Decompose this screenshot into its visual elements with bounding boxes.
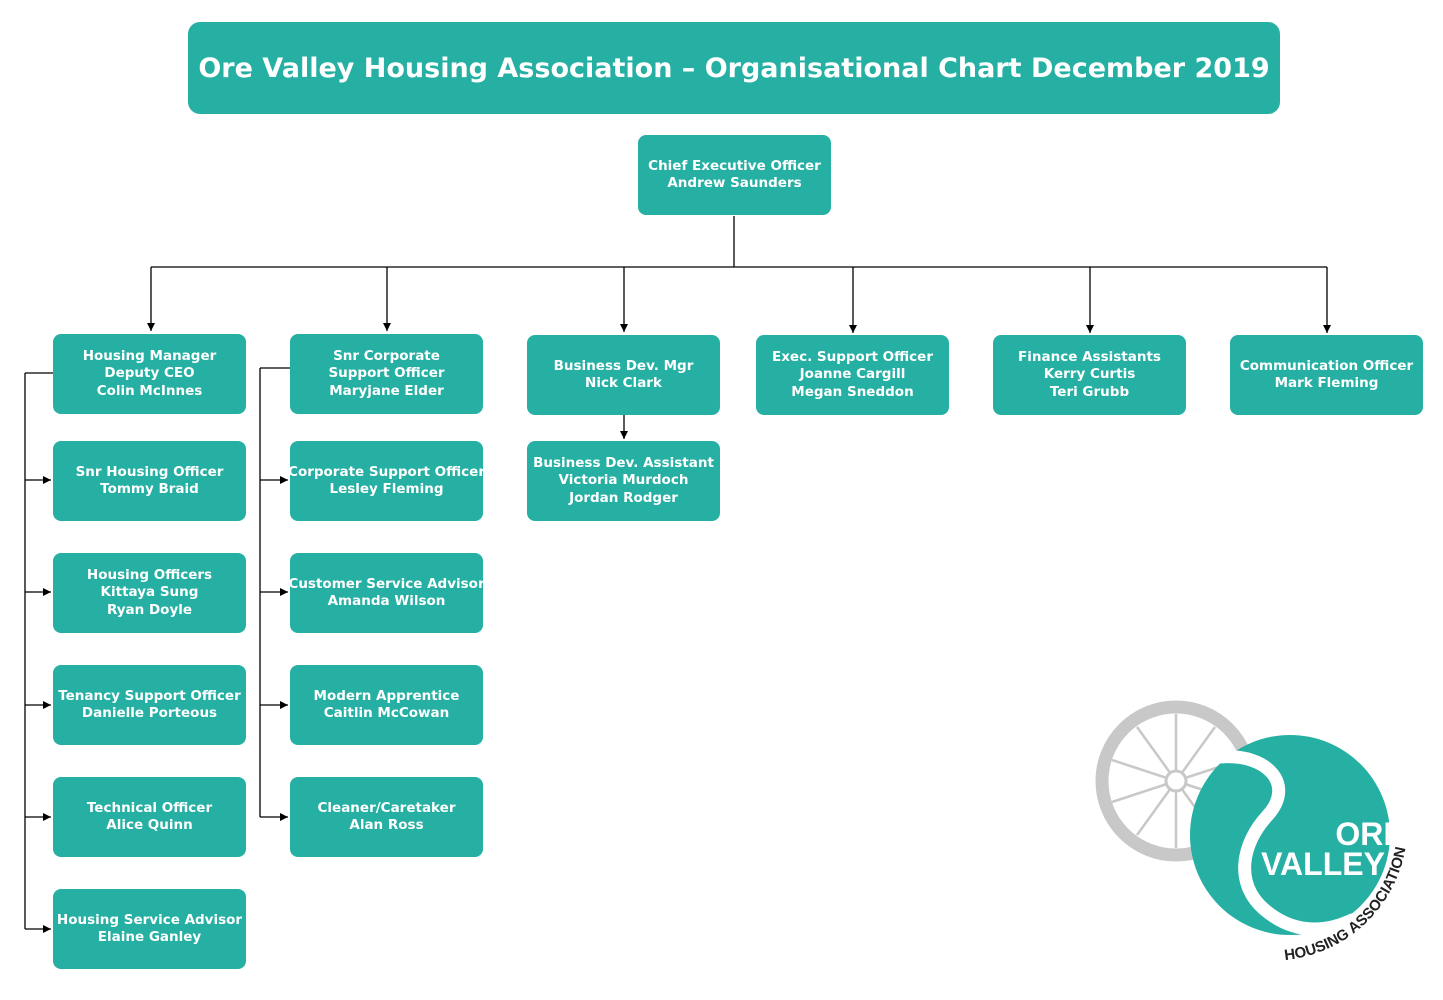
node-person: Kerry Curtis bbox=[1043, 366, 1136, 383]
node-role: Business Dev. Mgr bbox=[553, 357, 694, 374]
node-role: Exec. Support Officer bbox=[771, 348, 933, 365]
node-person: Danielle Porteous bbox=[81, 705, 218, 721]
node-role: Deputy CEO bbox=[104, 365, 195, 382]
node-person: Ryan Doyle bbox=[106, 601, 193, 618]
node-role: Technical Officer bbox=[86, 799, 213, 816]
node-person: Elaine Ganley bbox=[97, 929, 202, 945]
node-role: Modern Apprentice bbox=[313, 687, 460, 704]
node-person: Amanda Wilson bbox=[327, 593, 446, 609]
node-person: Megan Sneddon bbox=[791, 383, 914, 400]
node-person: Alan Ross bbox=[349, 817, 424, 833]
node-person: Alice Quinn bbox=[106, 817, 193, 833]
node-housing-service-advisor: Housing Service Advisor Elaine Ganley bbox=[53, 889, 246, 969]
node-tenancy-support-officer: Tenancy Support Officer Danielle Porteou… bbox=[53, 665, 246, 745]
node-exec-support-officer: Exec. Support Officer Joanne Cargill Meg… bbox=[756, 335, 949, 415]
node-role: Housing Officers bbox=[86, 566, 213, 583]
node-role: Business Dev. Assistant bbox=[533, 454, 714, 471]
node-person: Victoria Murdoch bbox=[558, 472, 689, 489]
node-role: Housing Service Advisor bbox=[56, 911, 243, 928]
logo-word-valley: VALLEY bbox=[1261, 846, 1385, 882]
node-role: Tenancy Support Officer bbox=[58, 687, 241, 704]
node-person: Lesley Fleming bbox=[329, 481, 444, 497]
node-person: Joanne Cargill bbox=[799, 366, 906, 383]
node-person: Teri Grubb bbox=[1049, 383, 1130, 400]
node-person: Colin McInnes bbox=[96, 382, 203, 399]
node-person: Caitlin McCowan bbox=[323, 705, 450, 721]
node-business-dev-assistant: Business Dev. Assistant Victoria Murdoch… bbox=[527, 441, 720, 521]
node-snr-housing-officer: Snr Housing Officer Tommy Braid bbox=[53, 441, 246, 521]
node-role: Snr Housing Officer bbox=[75, 463, 224, 480]
node-person: Nick Clark bbox=[585, 375, 662, 391]
node-role: Housing Manager bbox=[82, 347, 217, 364]
node-technical-officer: Technical Officer Alice Quinn bbox=[53, 777, 246, 857]
logo-word-ore: ORE bbox=[1335, 816, 1404, 852]
node-cleaner-caretaker: Cleaner/Caretaker Alan Ross bbox=[290, 777, 483, 857]
node-person: Maryjane Elder bbox=[329, 382, 444, 399]
node-customer-service-advisor: Customer Service Advisor Amanda Wilson bbox=[288, 553, 485, 633]
node-role: Cleaner/Caretaker bbox=[317, 799, 456, 816]
node-chief-executive-officer: Chief Executive Officer Andrew Saunders bbox=[638, 135, 831, 215]
river-swoosh bbox=[1213, 750, 1359, 936]
node-communication-officer: Communication Officer Mark Fleming bbox=[1230, 335, 1423, 415]
node-role: Support Officer bbox=[328, 365, 445, 382]
node-person: Andrew Saunders bbox=[667, 175, 802, 191]
node-housing-officers: Housing Officers Kittaya Sung Ryan Doyle bbox=[53, 553, 246, 633]
node-role: Chief Executive Officer bbox=[648, 157, 821, 174]
node-person: Kittaya Sung bbox=[100, 584, 199, 601]
teal-disc bbox=[1190, 735, 1390, 935]
node-person: Tommy Braid bbox=[100, 481, 199, 497]
node-business-dev-mgr: Business Dev. Mgr Nick Clark bbox=[527, 335, 720, 415]
node-modern-apprentice: Modern Apprentice Caitlin McCowan bbox=[290, 665, 483, 745]
node-role: Customer Service Advisor bbox=[288, 575, 485, 592]
node-person: Jordan Rodger bbox=[569, 489, 678, 506]
page-title: Ore Valley Housing Association – Organis… bbox=[188, 22, 1280, 114]
ore-valley-logo: ORE VALLEY HOUSING ASSOCIATION bbox=[1095, 700, 1410, 964]
node-person: Mark Fleming bbox=[1274, 375, 1379, 391]
node-role: Corporate Support Officer bbox=[288, 463, 485, 480]
node-corporate-support-officer: Corporate Support Officer Lesley Fleming bbox=[288, 441, 485, 521]
node-role: Snr Corporate bbox=[333, 347, 440, 364]
node-role: Communication Officer bbox=[1239, 357, 1414, 374]
node-snr-corporate-support-officer: Snr Corporate Support Officer Maryjane E… bbox=[290, 334, 483, 414]
node-role: Finance Assistants bbox=[1018, 348, 1161, 365]
node-housing-manager: Housing Manager Deputy CEO Colin McInnes bbox=[53, 334, 246, 414]
node-finance-assistants: Finance Assistants Kerry Curtis Teri Gru… bbox=[993, 335, 1186, 415]
